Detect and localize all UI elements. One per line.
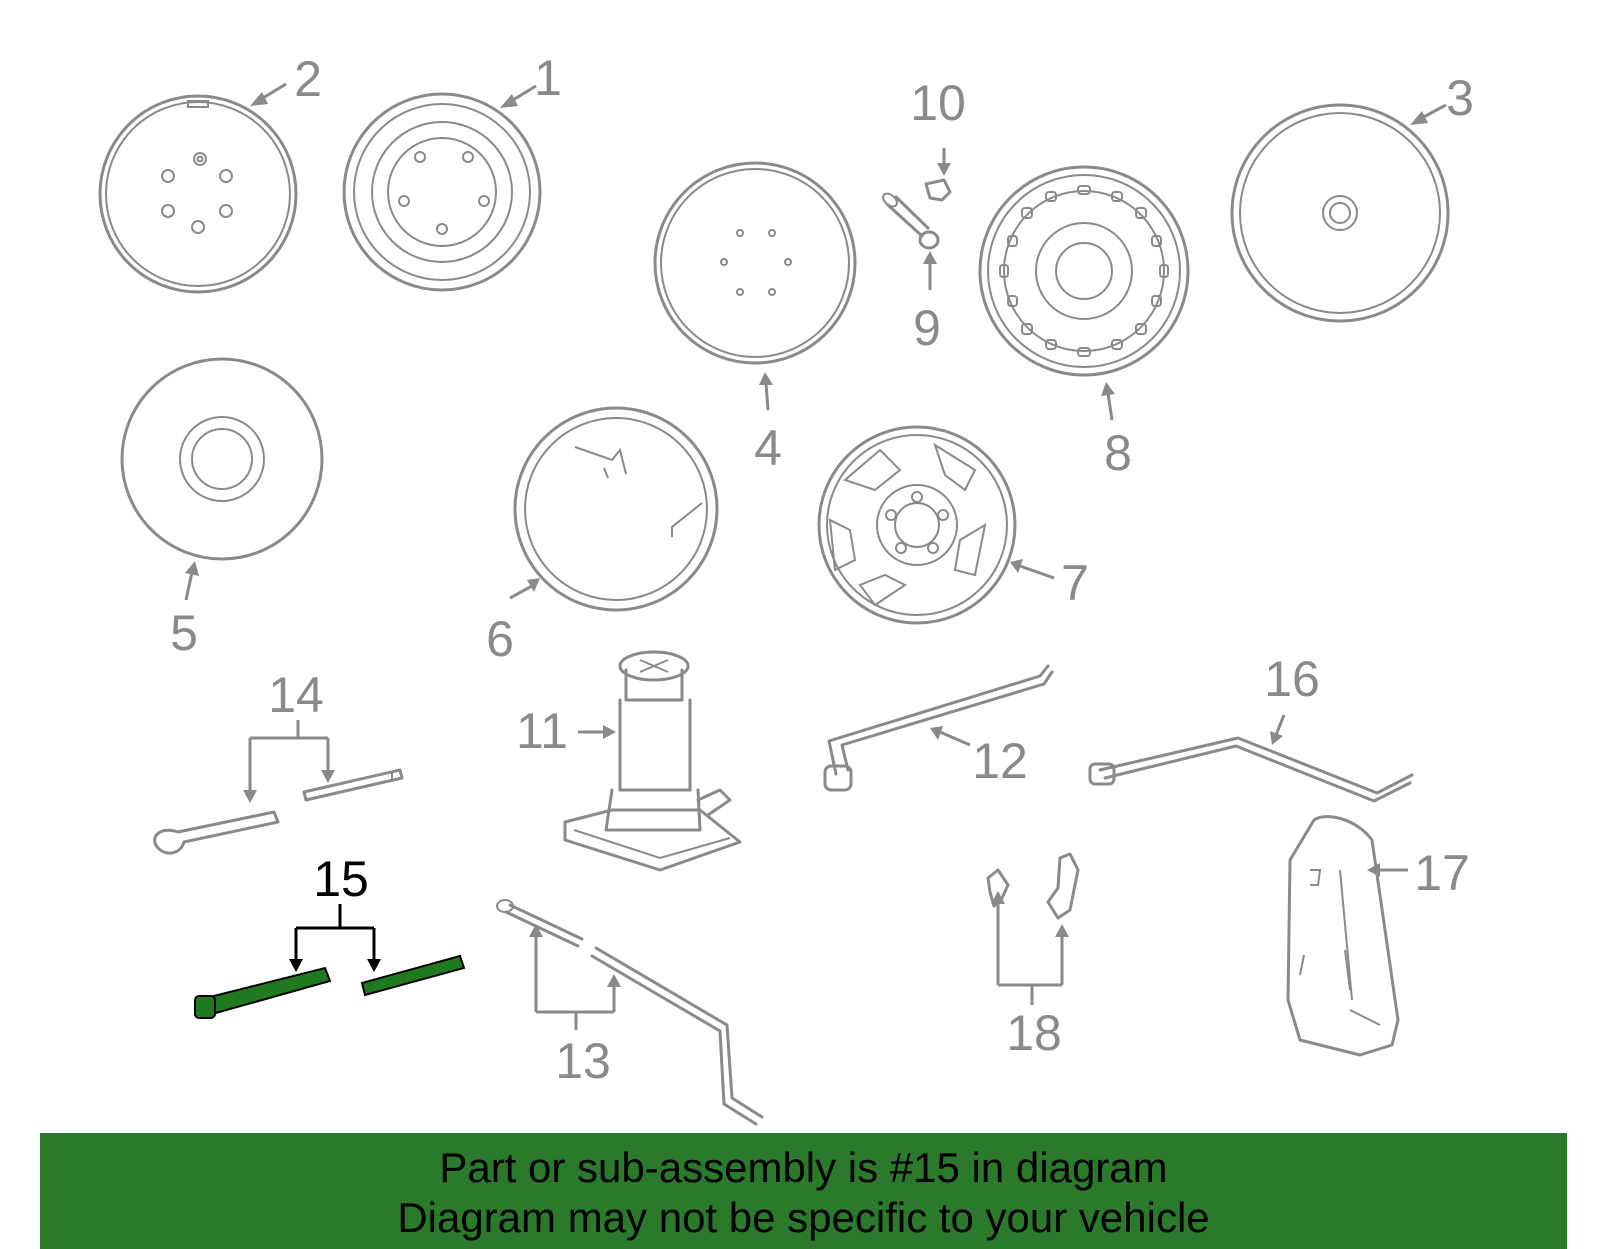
part-13-jack-handle	[496, 899, 764, 1126]
part-8-steel-wheel	[978, 165, 1190, 377]
part-15-extension-bars	[194, 954, 466, 1019]
part-4-wheel-disc	[653, 161, 857, 365]
part-16-rod	[1088, 736, 1414, 803]
label-17: 17	[1414, 845, 1470, 901]
label-12: 12	[972, 733, 1028, 789]
part-10-valve-cap	[924, 178, 952, 202]
info-banner: Part or sub-assembly is #15 in diagram D…	[40, 1133, 1567, 1249]
part-14-tool-set	[153, 768, 404, 855]
part-3-spare-wheel	[1230, 103, 1450, 323]
label-10: 10	[910, 75, 966, 131]
label-4: 4	[754, 420, 782, 476]
part-15-callout-arrows	[289, 904, 381, 972]
label-8: 8	[1104, 425, 1132, 481]
banner-line-2: Diagram may not be specific to your vehi…	[397, 1194, 1210, 1241]
label-2: 2	[294, 51, 322, 107]
part-11-jack	[563, 650, 742, 872]
part-17-panel	[1286, 815, 1400, 1057]
label-18: 18	[1006, 1005, 1062, 1061]
part-2-wheel-cover	[98, 94, 298, 294]
label-7: 7	[1061, 555, 1089, 611]
part-7-alloy-wheel	[817, 425, 1017, 625]
part-9-valve-stem	[882, 192, 940, 250]
label-15: 15	[313, 851, 369, 907]
label-13: 13	[555, 1033, 611, 1089]
label-3: 3	[1446, 70, 1474, 126]
label-9: 9	[913, 300, 941, 356]
label-11: 11	[516, 703, 568, 759]
part-5-hub-cap	[120, 357, 324, 561]
label-6: 6	[486, 611, 514, 667]
part-1-wheel	[342, 92, 542, 292]
label-1: 1	[534, 50, 562, 106]
part-12-lug-wrench	[823, 664, 1054, 792]
label-14: 14	[268, 667, 324, 723]
callout-arrows	[184, 82, 1447, 1030]
label-5: 5	[170, 605, 198, 661]
label-16: 16	[1264, 651, 1320, 707]
part-6-tire	[513, 406, 719, 612]
banner-line-1: Part or sub-assembly is #15 in diagram	[439, 1144, 1168, 1191]
part-18-clips	[986, 852, 1080, 920]
